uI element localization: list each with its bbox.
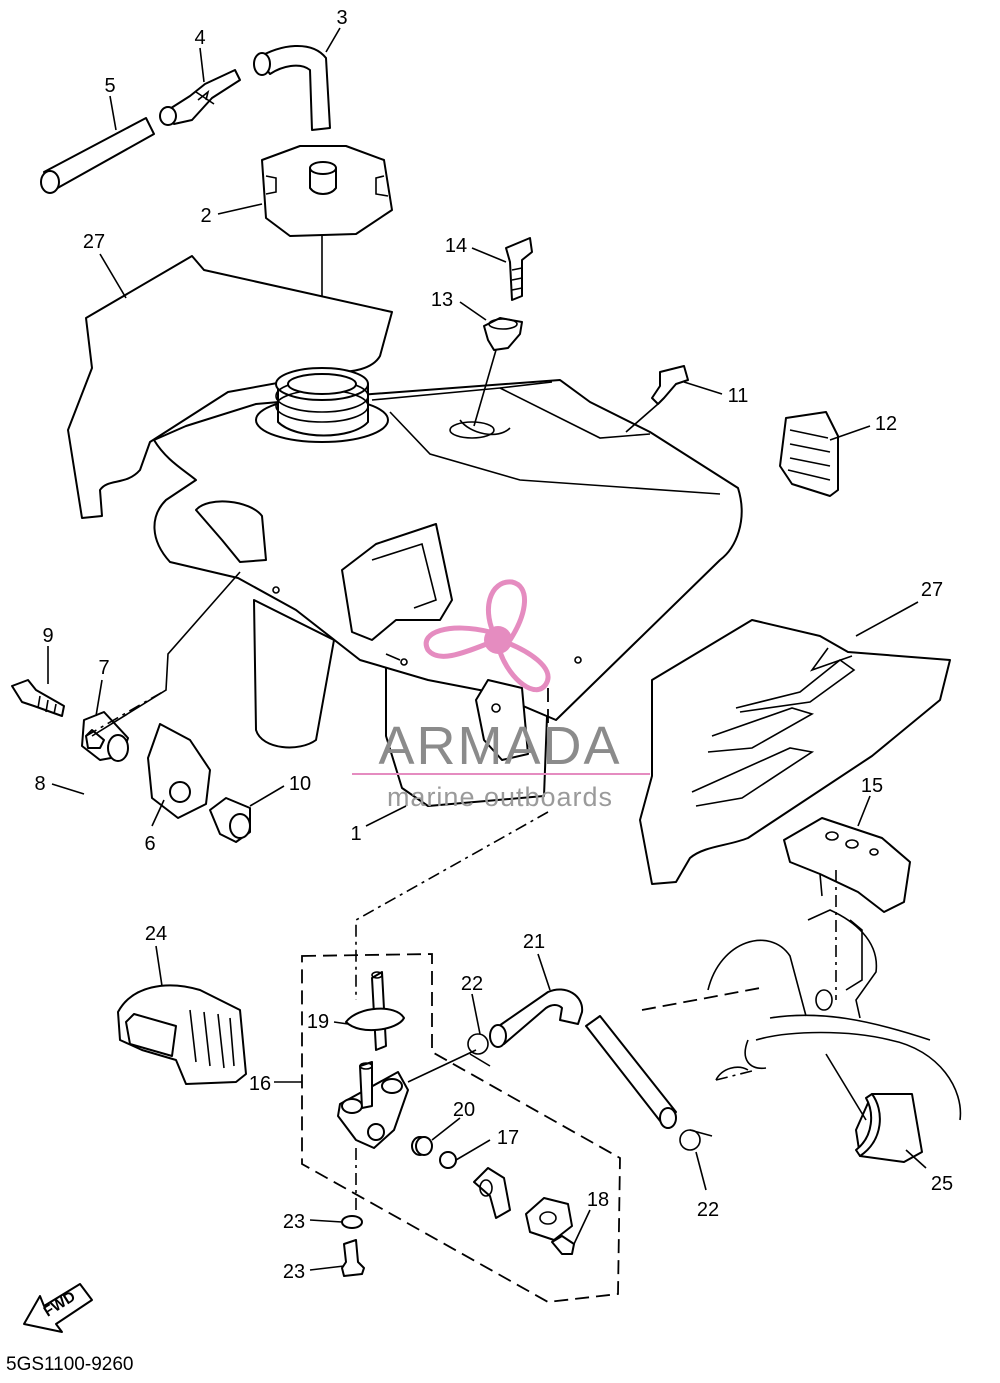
clip-22a [467, 1033, 491, 1067]
callout-numbers: 3 4 5 2 27 14 13 11 12 9 7 8 6 10 1 27 1… [34, 7, 953, 1283]
callout-9: 9 [42, 625, 53, 647]
cap-20 [411, 1136, 433, 1156]
callout-3: 3 [336, 7, 347, 29]
callout-11: 11 [728, 385, 749, 407]
callout-10: 10 [289, 773, 311, 795]
callout-15: 15 [861, 775, 883, 797]
bracket-6 [147, 723, 211, 819]
callout-2: 2 [200, 205, 211, 227]
callout-19: 19 [307, 1011, 329, 1033]
callout-1: 1 [350, 823, 361, 845]
left-shroud [67, 255, 393, 519]
callout-6: 6 [144, 833, 155, 855]
watermark-brand: ARMADA [378, 716, 621, 776]
fuel-tank [153, 367, 743, 807]
right-shroud [639, 619, 951, 885]
propeller-logo-icon [423, 579, 551, 693]
clip-22b [679, 1129, 713, 1151]
plate [525, 1197, 573, 1241]
o-ring-17 [439, 1151, 457, 1169]
breather-valve [159, 69, 241, 126]
callout-14: 14 [445, 235, 467, 257]
callout-22-top: 22 [461, 973, 483, 995]
callout-22-bottom: 22 [697, 1199, 719, 1221]
bolt-24 [341, 1239, 365, 1277]
part-code: 5GS1100-9260 [6, 1354, 133, 1375]
callout-18: 18 [587, 1189, 609, 1211]
callout-27-left: 27 [83, 231, 105, 253]
collar-10 [209, 797, 251, 843]
lever [473, 1167, 511, 1219]
fuel-cap [261, 145, 393, 237]
screw-14 [505, 237, 533, 301]
fwd-arrow-icon [23, 1283, 93, 1333]
leader-lines [47, 27, 927, 1271]
hose-21 [489, 988, 677, 1129]
callout-27-right: 27 [921, 579, 943, 601]
collar-13 [483, 317, 523, 351]
callout-7: 7 [98, 657, 109, 679]
breather-pipe [253, 45, 331, 131]
band-26 [855, 1093, 923, 1163]
callout-24: 23 [283, 1261, 305, 1283]
watermark-tagline: marine outboards [387, 782, 613, 812]
callout-8: 8 [34, 773, 45, 795]
watermark: ARMADA marine outboards [352, 579, 650, 812]
callout-4: 4 [194, 27, 205, 49]
callout-13: 13 [431, 289, 453, 311]
callout-5: 5 [104, 75, 115, 97]
callout-20: 20 [453, 1099, 475, 1121]
callout-21: 21 [523, 931, 545, 953]
callout-23: 23 [283, 1211, 305, 1233]
bracket-15 [783, 817, 911, 913]
clip-12 [779, 411, 839, 497]
guard-25 [117, 984, 247, 1085]
frame-section [641, 909, 962, 1121]
screw-18 [551, 1235, 575, 1255]
washer-23 [341, 1215, 363, 1229]
bolt-9 [11, 679, 65, 717]
callout-12: 12 [875, 413, 897, 435]
bolt-11 [651, 365, 689, 405]
callout-26: 25 [931, 1173, 953, 1195]
callout-25: 24 [145, 923, 167, 945]
fuel-cock-16 [337, 971, 409, 1149]
breather-tube [40, 117, 155, 194]
callout-17: 17 [497, 1127, 519, 1149]
callout-16: 16 [249, 1073, 271, 1095]
bolt-8 [85, 729, 105, 749]
